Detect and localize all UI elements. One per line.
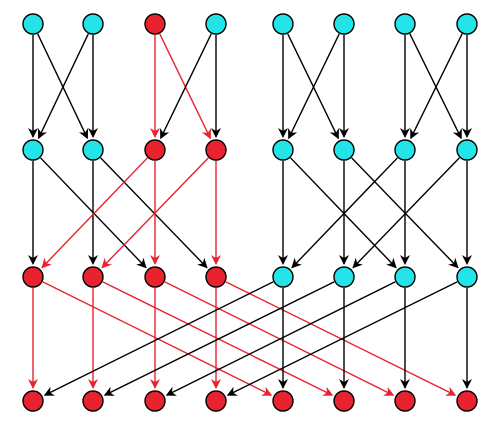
edge-black-l0n5-to-l1n4 (288, 33, 340, 140)
node-red-level3-col5 (333, 390, 355, 412)
edge-black-l0n3-to-l1n2 (160, 33, 212, 140)
node-cyan-level1-col7 (456, 139, 478, 161)
node-cyan-level2-col4 (272, 266, 294, 288)
node-red-level2-col1 (82, 266, 104, 288)
node-red-level1-col2 (144, 139, 166, 161)
node-red-level3-col0 (22, 390, 44, 412)
edge-red-l1n2-to-l2n0 (41, 157, 148, 269)
edge-red-l2n1-to-l3n5 (102, 281, 334, 396)
edge-red-l1n3-to-l2n1 (101, 157, 209, 269)
edges-layer (28, 33, 472, 396)
node-red-level3-col6 (394, 390, 416, 412)
node-cyan-level0-col7 (456, 13, 478, 35)
node-cyan-level2-col7 (456, 266, 478, 288)
node-red-level3-col3 (205, 390, 227, 412)
node-cyan-level1-col4 (272, 139, 294, 161)
node-cyan-level0-col3 (205, 13, 227, 35)
node-red-level2-col0 (22, 266, 44, 288)
node-red-level2-col3 (205, 266, 227, 288)
node-cyan-level1-col5 (333, 139, 355, 161)
edge-black-l1n6-to-l2n4 (291, 157, 398, 269)
edge-red-l2n3-to-l3n7 (225, 281, 457, 396)
edge-red-l2n0-to-l3n4 (42, 281, 273, 396)
edge-red-l0n2-to-l1n3 (159, 33, 211, 140)
node-cyan-level2-col5 (333, 266, 355, 288)
node-red-level0-col2 (144, 13, 166, 35)
edge-black-l2n7-to-l3n3 (226, 281, 458, 396)
node-red-level3-col4 (272, 390, 294, 412)
edge-black-l1n7-to-l2n5 (352, 157, 460, 269)
edge-black-l0n7-to-l1n6 (410, 33, 463, 140)
node-red-level1-col3 (205, 139, 227, 161)
edge-black-l0n6-to-l1n7 (409, 33, 462, 140)
edge-black-l2n4-to-l3n0 (43, 281, 274, 396)
node-cyan-level2-col6 (394, 266, 416, 288)
edge-black-l0n4-to-l1n5 (287, 33, 339, 140)
node-cyan-level0-col1 (82, 13, 104, 35)
node-red-level3-col7 (456, 390, 478, 412)
edge-black-l1n1-to-l2n3 (100, 157, 208, 269)
node-cyan-level1-col6 (394, 139, 416, 161)
nodes-layer (22, 13, 478, 412)
edge-black-l0n1-to-l1n0 (37, 33, 89, 140)
node-red-level3-col1 (82, 390, 104, 412)
node-cyan-level0-col6 (394, 13, 416, 35)
edge-black-l2n6-to-l3n2 (165, 281, 396, 396)
node-cyan-level0-col0 (22, 13, 44, 35)
edge-black-l0n0-to-l1n1 (37, 33, 89, 140)
node-cyan-level1-col1 (82, 139, 104, 161)
node-red-level3-col2 (144, 390, 166, 412)
node-cyan-level0-col5 (333, 13, 355, 35)
node-cyan-level0-col4 (272, 13, 294, 35)
edge-red-l2n2-to-l3n6 (164, 281, 395, 396)
node-red-level2-col2 (144, 266, 166, 288)
edge-black-l2n5-to-l3n1 (103, 281, 335, 396)
node-cyan-level1-col0 (22, 139, 44, 161)
